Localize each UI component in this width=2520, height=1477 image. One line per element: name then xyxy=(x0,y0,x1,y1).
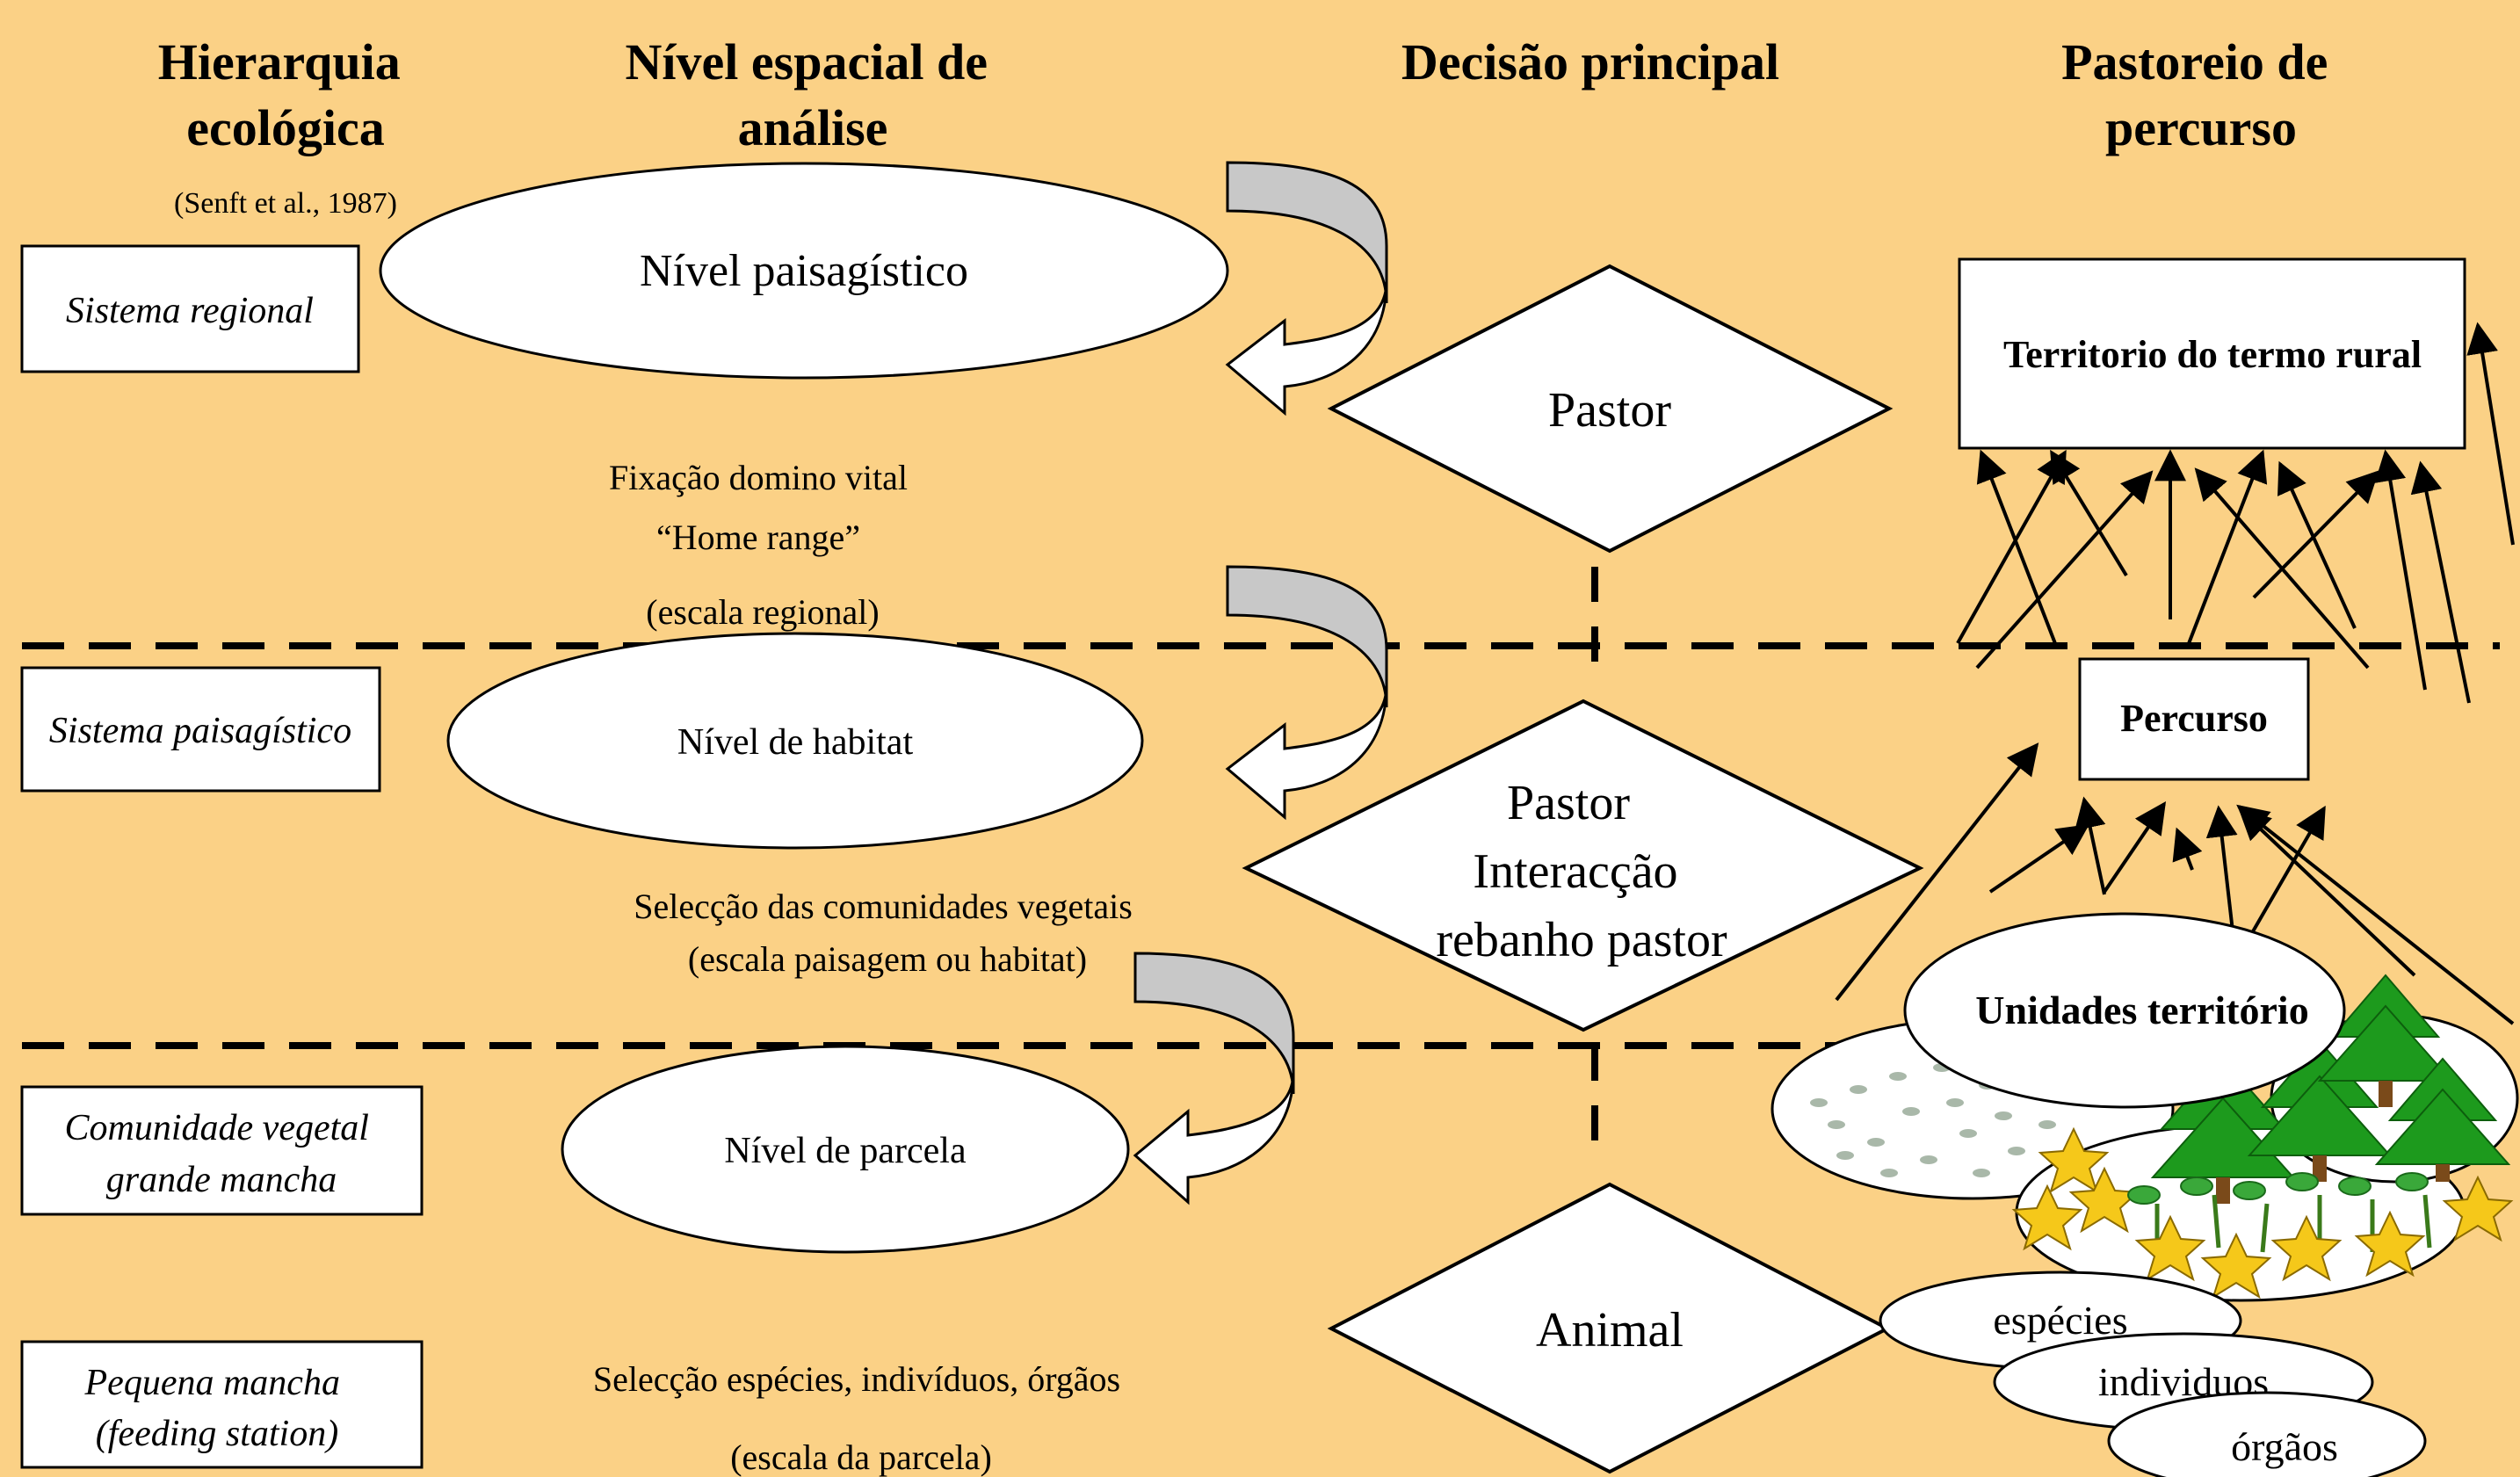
unidades-territorio: Unidades território xyxy=(1903,912,2346,1109)
svg-text:Percurso: Percurso xyxy=(2120,697,2268,740)
flower-icons xyxy=(2011,1126,2514,1300)
header-decisao: Decisão principal xyxy=(1401,33,1779,91)
curved-arrow-1 xyxy=(1225,161,1388,416)
svg-text:Nível de habitat: Nível de habitat xyxy=(677,722,914,763)
decision-interaccao: Pastor Interacção rebanho pastor xyxy=(1242,699,1924,1032)
territorio-box: Territorio do termo rural xyxy=(1958,257,2466,450)
level-paisagistico: Nível paisagístico xyxy=(379,162,1229,380)
decision-animal: Animal xyxy=(1327,1182,1892,1474)
header-nivel-espacial: Nível espacial de análise xyxy=(626,33,1001,156)
hierarchy-box-regional: Sistema regional xyxy=(20,244,360,373)
svg-text:Comunidade vegetal grand: Comunidade vegetal grande mancha xyxy=(65,1108,379,1200)
tree-trunks xyxy=(2216,1081,2450,1204)
arrows-to-territorio xyxy=(1956,322,2515,704)
svg-text:Pequena mancha (feeding: Pequena mancha (feeding station) xyxy=(84,1363,350,1454)
svg-text:Pastor: Pastor xyxy=(1548,383,1671,438)
svg-text:Unidades território: Unidades território xyxy=(1975,988,2308,1032)
header-pastoreio: Pastoreio de percurso xyxy=(2061,33,2341,156)
decision-pastor: Pastor xyxy=(1327,264,1894,554)
svg-text:Animal: Animal xyxy=(1536,1303,1684,1358)
level-parcela: Nível de parcela xyxy=(561,1045,1130,1254)
leaf-icons xyxy=(2127,1172,2429,1205)
level-habitat: Nível de habitat xyxy=(446,632,1144,850)
caption-regional: Fixação domino vital “Home range” (escal… xyxy=(609,458,916,632)
svg-text:Sistema paisagístico: Sistema paisagístico xyxy=(49,711,351,751)
curved-arrow-2 xyxy=(1225,565,1388,821)
curved-arrow-3 xyxy=(1133,952,1295,1205)
citation: (Senft et al., 1987) xyxy=(174,187,397,220)
svg-text:órgãos: órgãos xyxy=(2231,1424,2338,1469)
hierarchy-box-comunidade: Comunidade vegetal grande mancha xyxy=(20,1085,424,1216)
svg-text:Sistema regional: Sistema regional xyxy=(66,291,314,331)
svg-text:Territorio do termo rural: Territorio do termo rural xyxy=(2003,333,2422,376)
hierarchy-box-paisagistico: Sistema paisagístico xyxy=(20,666,381,793)
header-hierarquia: Hierarquia ecológica xyxy=(158,33,414,156)
percurso-box: Percurso xyxy=(2078,657,2310,781)
svg-text:Nível de parcela: Nível de parcela xyxy=(724,1131,967,1171)
svg-text:Pastor Interacção: Pastor Interacção rebanho pastor xyxy=(1436,776,1727,967)
svg-text:espécies: espécies xyxy=(1993,1298,2127,1343)
orgaos-ellipse: órgãos xyxy=(2107,1391,2427,1477)
svg-text:Nível paisagístico: Nível paisagístico xyxy=(640,246,968,296)
caption-habitat: Selecção das comunidades vegetais (escal… xyxy=(634,887,1141,979)
caption-parcela: Selecção espécies, indivíduos, órgãos (e… xyxy=(593,1359,1129,1477)
hierarchy-box-pequena-mancha: Pequena mancha (feeding station) xyxy=(20,1340,424,1469)
